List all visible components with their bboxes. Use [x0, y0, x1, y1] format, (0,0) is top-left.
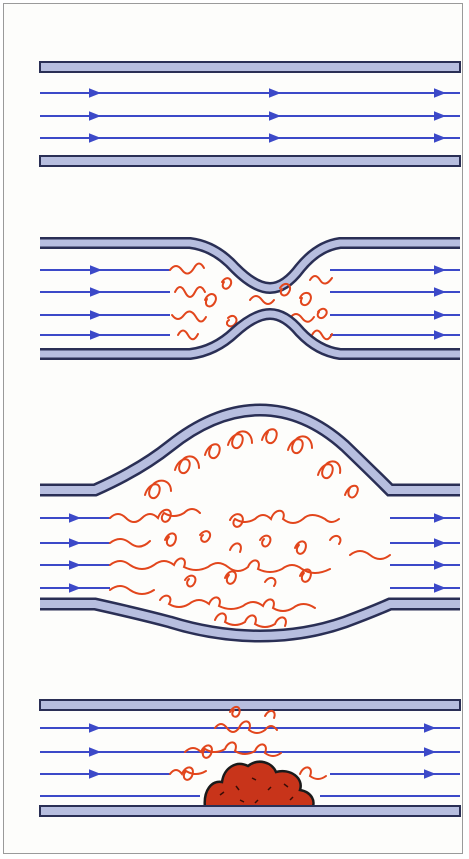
plaque-deposit	[205, 762, 314, 808]
panel-stenosis	[40, 243, 460, 354]
vessel-wall-bottom	[40, 156, 460, 166]
panel-laminar-flow	[40, 62, 460, 166]
vessel-wall-top-narrowed	[40, 243, 460, 288]
vessel-wall-bottom-dilated	[40, 604, 460, 636]
panel-plaque	[40, 700, 460, 816]
vessel-wall-top	[40, 62, 460, 72]
flow-lines-dilated	[40, 518, 460, 588]
vessel-wall-top	[40, 700, 460, 710]
vessel-wall-bottom	[40, 806, 460, 816]
panel-aneurysm	[40, 410, 460, 636]
flow-lines	[40, 93, 460, 138]
vessel-wall-top-dilated	[40, 410, 460, 490]
